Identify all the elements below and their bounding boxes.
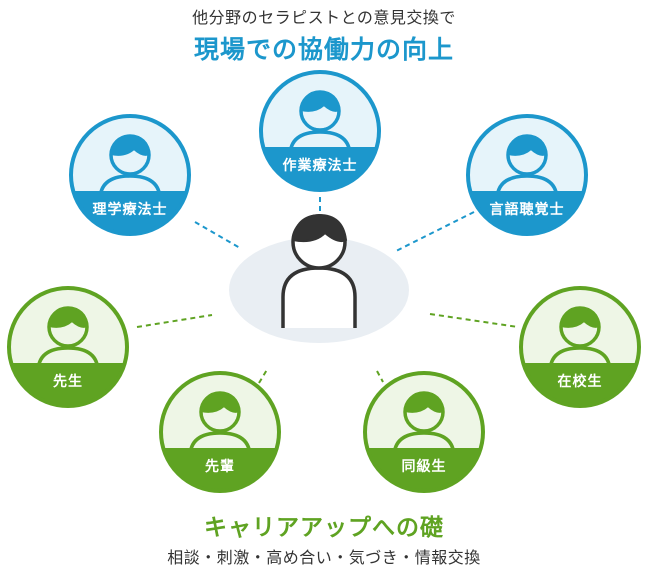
node-teacher-graphic <box>7 286 129 408</box>
node-teacher-label: 先生 <box>53 374 83 390</box>
node-senior: 先輩 <box>155 367 285 497</box>
node-ot-label: 作業療法士 <box>282 158 358 174</box>
node-pt-graphic <box>69 114 191 236</box>
node-student: 在校生 <box>515 282 645 412</box>
connector-senior <box>258 367 269 384</box>
connector-st <box>395 211 475 252</box>
node-pt: 理学療法士 <box>65 110 195 240</box>
center-person-icon <box>281 213 357 328</box>
node-senior-graphic <box>159 371 281 493</box>
node-ot: 作業療法士 <box>255 66 385 196</box>
connector-classmate <box>376 370 384 383</box>
node-student-label: 在校生 <box>557 374 603 390</box>
node-pt-label: 理学療法士 <box>92 202 168 218</box>
connector-teacher <box>136 314 213 328</box>
header-title: 現場での協働力の向上 <box>193 35 454 64</box>
footer-title: キャリアアップへの礎 <box>204 515 444 541</box>
footer-subtitle: 相談・刺激・高め合い・気づき・情報交換 <box>167 548 481 567</box>
connector-student <box>429 313 519 328</box>
header-subtitle: 他分野のセラピストとの意見交換で <box>192 8 456 27</box>
node-ot-graphic <box>259 70 381 192</box>
node-st-graphic <box>466 114 588 236</box>
node-teacher: 先生 <box>3 282 133 412</box>
node-st-label: 言語聴覚士 <box>489 202 565 218</box>
node-classmate-graphic <box>363 371 485 493</box>
node-classmate: 同級生 <box>359 367 489 497</box>
node-st: 言語聴覚士 <box>462 110 592 240</box>
node-student-graphic <box>519 286 641 408</box>
node-classmate-label: 同級生 <box>401 459 447 475</box>
connector-pt <box>194 221 241 249</box>
node-senior-label: 先輩 <box>205 459 235 475</box>
